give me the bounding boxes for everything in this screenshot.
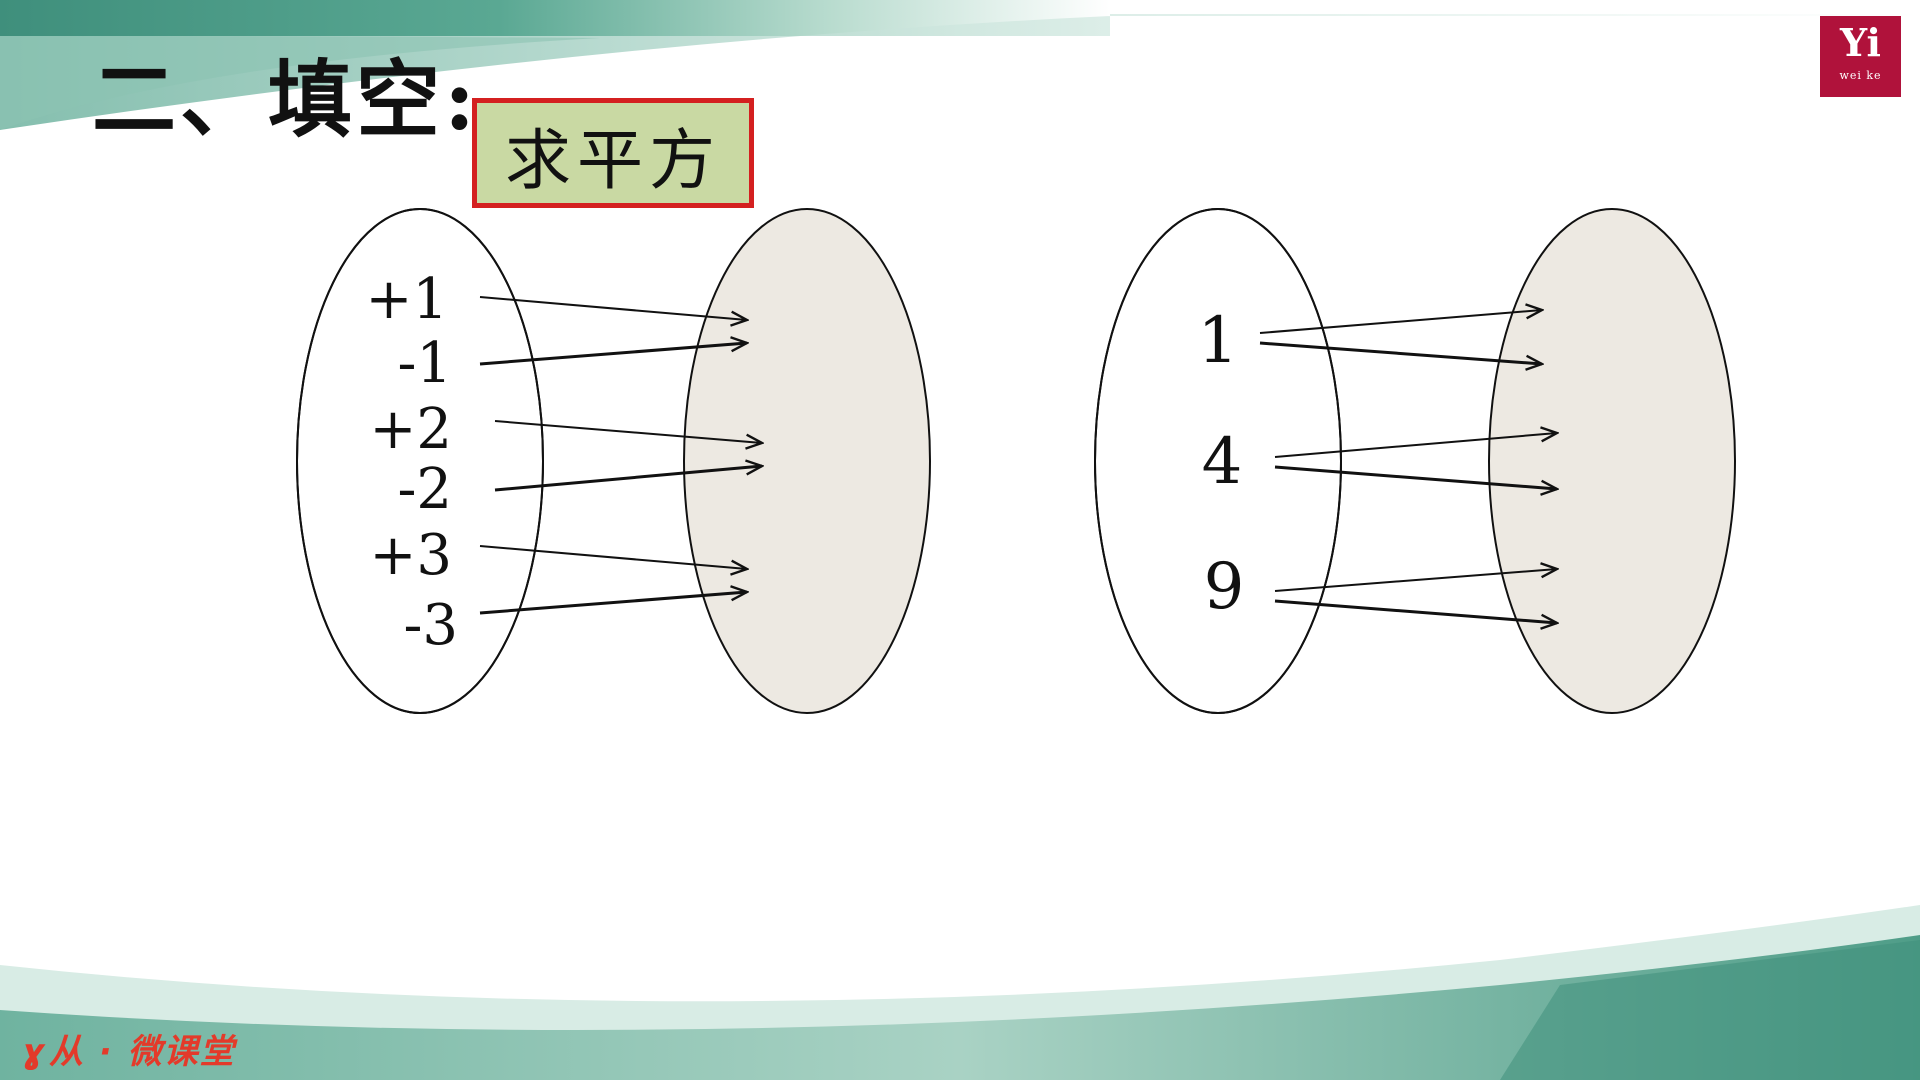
- domain-value: +2: [369, 397, 452, 462]
- mapping-arrow: [1259, 310, 1542, 334]
- mapping-arrow: [494, 420, 762, 443]
- domain-value: +3: [369, 523, 452, 588]
- logo-mark: Yi: [1840, 20, 1881, 65]
- mapping-arrow: [479, 545, 747, 569]
- bottom-banner: [0, 905, 1920, 1080]
- footer-brand: ɣ从 · 微课堂: [22, 1032, 236, 1072]
- operation-tag: 求平方: [472, 98, 754, 208]
- mapping-arrow: [479, 296, 747, 320]
- diagram-square: +1 -1 +2 -2 +3 -3: [296, 208, 931, 714]
- brand-logo: Yi wei ke: [1820, 16, 1901, 97]
- logo-subtitle: wei ke: [1839, 69, 1882, 82]
- mapping-arrow: [1274, 465, 1557, 489]
- domain-value: -2: [397, 457, 452, 522]
- domain-value: -1: [397, 331, 452, 396]
- codomain-ellipse-right: [1488, 208, 1736, 714]
- domain-value: 9: [1204, 550, 1245, 624]
- domain-value: -3: [403, 593, 458, 658]
- mapping-arrow: [1274, 569, 1557, 592]
- domain-value: +1: [365, 267, 448, 332]
- mapping-arrow: [494, 466, 762, 492]
- mapping-arrow: [1274, 599, 1557, 623]
- mapping-arrow: [1259, 341, 1542, 364]
- top-banner: [0, 0, 1920, 130]
- slide-title: 二、填空:: [92, 50, 480, 149]
- mapping-arrow: [479, 343, 747, 366]
- diagram-square-root: 1 4 9: [1094, 208, 1736, 714]
- domain-value: 1: [1198, 304, 1239, 378]
- domain-value: 4: [1202, 425, 1243, 499]
- mapping-arrow: [1274, 433, 1557, 458]
- operation-tag-label: 求平方: [505, 122, 721, 199]
- codomain-ellipse-left: [683, 208, 931, 714]
- mapping-arrow: [479, 592, 747, 615]
